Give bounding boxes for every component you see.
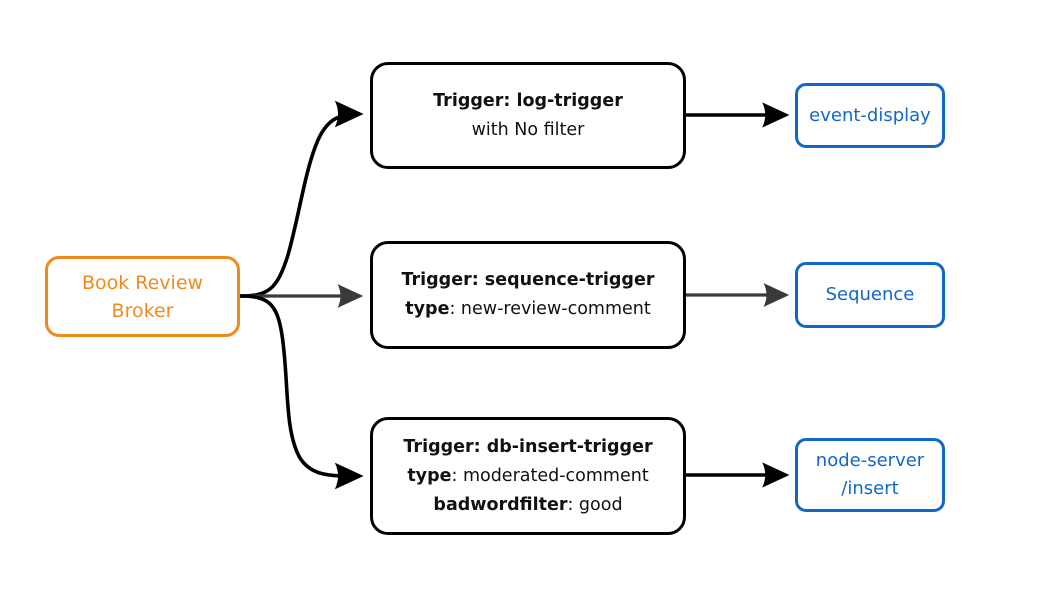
trigger-3-line2-value: : moderated-comment — [451, 465, 649, 486]
trigger-1-line2-value: with No filter — [471, 119, 585, 140]
node-book-review-broker[interactable]: Book Review Broker — [45, 256, 240, 337]
trigger-3-line1: Trigger: db-insert-trigger — [403, 436, 653, 457]
trigger-2-line2-key: type — [405, 299, 450, 319]
trigger-3-line3-value: : good — [567, 494, 623, 515]
target-3-line2: /insert — [841, 478, 899, 499]
trigger-3-line2: type: moderated-comment — [407, 462, 648, 491]
node-trigger-sequence-trigger[interactable]: Trigger: sequence-trigger type: new-revi… — [370, 241, 686, 349]
broker-label-line2: Broker — [111, 299, 174, 322]
node-event-display[interactable]: event-display — [795, 83, 945, 148]
trigger-3-line3-key: badwordfilter — [433, 494, 568, 515]
target-3-line1: node-server — [815, 450, 925, 471]
trigger-2-line2-value: : new-review-comment — [449, 299, 651, 319]
broker-label-line1: Book Review — [81, 271, 204, 294]
trigger-3-line3: badwordfilter: good — [433, 491, 622, 520]
trigger-1-line2: with No filter — [472, 116, 585, 145]
node-trigger-db-insert-trigger[interactable]: Trigger: db-insert-trigger type: moderat… — [370, 417, 686, 535]
trigger-2-line1: Trigger: sequence-trigger — [401, 270, 655, 290]
trigger-2-line2: type: new-review-comment — [405, 295, 650, 324]
edge-broker-to-db-insert-trigger — [239, 294, 364, 490]
node-trigger-log-trigger[interactable]: Trigger: log-trigger with No filter — [370, 62, 686, 169]
target-1-line1: event-display — [809, 104, 931, 126]
node-sequence[interactable]: Sequence — [795, 262, 945, 328]
node-node-server-insert[interactable]: node-server /insert — [795, 438, 945, 512]
target-2-line1: Sequence — [825, 284, 915, 305]
trigger-1-line1: Trigger: log-trigger — [433, 90, 623, 111]
edge-broker-to-log-trigger — [239, 100, 364, 298]
trigger-3-line2-key: type — [407, 465, 452, 486]
